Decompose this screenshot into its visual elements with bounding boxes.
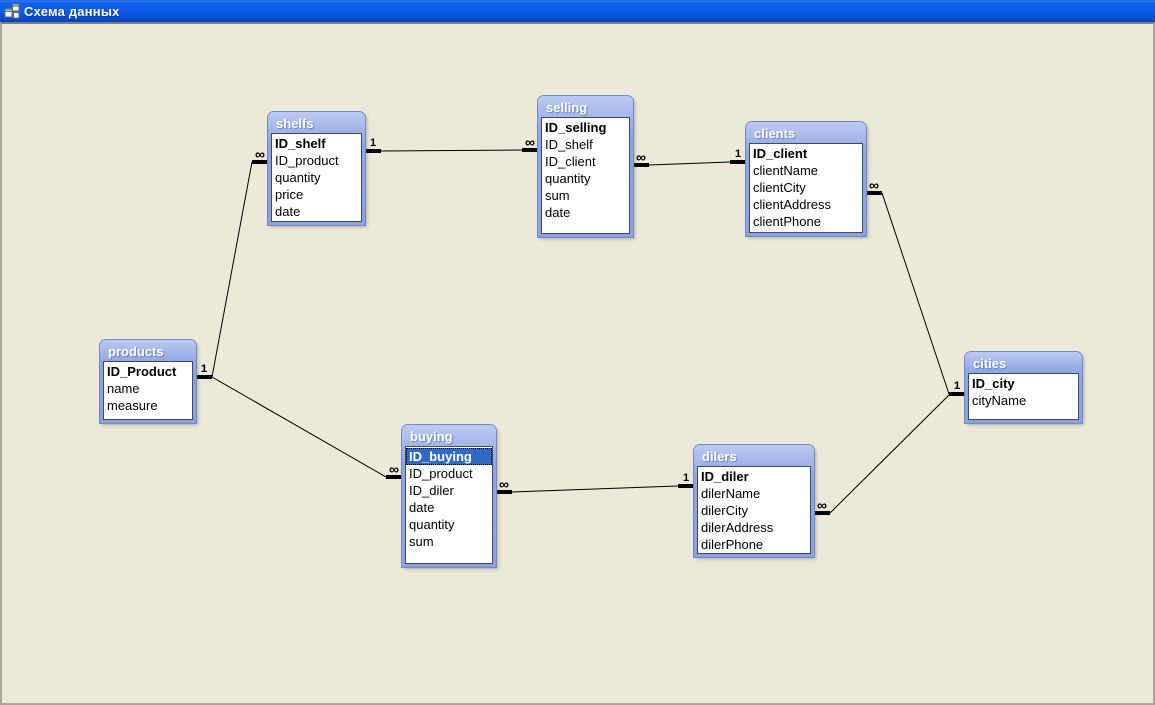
field-dilerName[interactable]: dilerName: [701, 486, 761, 501]
field-date[interactable]: date: [409, 500, 435, 515]
field-ID_product[interactable]: ID_product: [275, 153, 339, 168]
relation-selling-clients[interactable]: 1∞: [633, 148, 746, 167]
cardinality-one-label: 1: [954, 380, 960, 392]
field-ID_diler[interactable]: ID_diler: [409, 483, 454, 498]
relation-line-segment: [511, 485, 679, 493]
field-ID_selling[interactable]: ID_selling: [545, 120, 607, 135]
relation-line-segment: [211, 161, 253, 378]
field-ID_client[interactable]: ID_client: [545, 154, 596, 169]
window-title: Схема данных: [24, 3, 120, 19]
relation-line-segment: [648, 161, 731, 166]
cardinality-many-label: ∞: [869, 177, 879, 193]
field-sum[interactable]: sum: [409, 534, 434, 549]
relation-line-segment: [211, 376, 387, 478]
field-measure[interactable]: measure: [107, 398, 158, 413]
field-dilerPhone[interactable]: dilerPhone: [701, 537, 764, 552]
cardinality-one-label: 1: [683, 472, 689, 484]
table-fields-cities: ID_city cityName: [968, 373, 1079, 420]
cardinality-many-label: ∞: [499, 476, 509, 492]
window-title-bar[interactable]: Схема данных: [0, 0, 1155, 22]
field-ID_shelf[interactable]: ID_shelf: [275, 136, 326, 151]
cardinality-many-label: ∞: [255, 146, 265, 162]
cardinality-many-label: ∞: [817, 497, 827, 513]
relation-line-segment: [881, 192, 950, 395]
field-sum[interactable]: sum: [545, 188, 570, 203]
field-quantity[interactable]: quantity: [545, 171, 591, 186]
table-title-cities[interactable]: cities: [973, 356, 1007, 371]
table-title-clients[interactable]: clients: [754, 126, 796, 141]
field-ID_product[interactable]: ID_product: [409, 466, 473, 481]
field-date[interactable]: date: [275, 204, 301, 219]
field-clientCity[interactable]: clientCity: [753, 180, 806, 195]
relation-dilers-cities[interactable]: 1∞: [814, 380, 965, 515]
table-title-selling[interactable]: selling: [546, 100, 588, 115]
field-ID_city[interactable]: ID_city: [972, 376, 1015, 391]
field-ID_buying[interactable]: ID_buying: [406, 448, 492, 465]
field-dilerAddress[interactable]: dilerAddress: [701, 520, 774, 535]
cardinality-many-label: ∞: [525, 134, 535, 150]
field-ID_Product[interactable]: ID_Product: [107, 364, 177, 379]
field-price[interactable]: price: [275, 187, 304, 202]
relationships-icon: [4, 3, 20, 19]
field-clientName[interactable]: clientName: [753, 163, 819, 178]
field-clientPhone[interactable]: clientPhone: [753, 214, 821, 229]
table-title-shelfs[interactable]: shelfs: [276, 116, 314, 131]
table-title-products[interactable]: products: [108, 344, 164, 359]
cardinality-one-label: 1: [370, 137, 376, 149]
cardinality-one-label: 1: [201, 363, 207, 375]
field-dilerCity[interactable]: dilerCity: [701, 503, 748, 518]
table-title-dilers[interactable]: dilers: [702, 449, 737, 464]
cardinality-many-label: ∞: [389, 461, 399, 477]
relation-line-segment: [829, 394, 950, 514]
table-fields-dilers: ID_diler dilerName dilerCity dilerAddress di…: [697, 466, 811, 554]
relation-buying-dilers[interactable]: 1∞: [496, 472, 694, 494]
table-title-buying[interactable]: buying: [410, 429, 453, 444]
cardinality-one-label: 1: [201, 363, 207, 375]
field-ID_client[interactable]: ID_client: [753, 146, 808, 161]
relation-shelfs-selling[interactable]: 1∞: [365, 134, 538, 153]
field-date[interactable]: date: [545, 205, 571, 220]
relation-products-buying[interactable]: 1∞: [196, 363, 402, 479]
relation-products-shelfs[interactable]: 1∞: [196, 146, 268, 379]
cardinality-many-label: ∞: [636, 149, 646, 165]
field-ID_shelf[interactable]: ID_shelf: [545, 137, 593, 152]
relation-line-segment: [380, 149, 523, 152]
cardinality-one-label: 1: [954, 380, 960, 392]
field-quantity[interactable]: quantity: [275, 170, 321, 185]
field-ID_diler[interactable]: ID_diler: [701, 469, 749, 484]
field-quantity[interactable]: quantity: [409, 517, 455, 532]
field-name[interactable]: name: [107, 381, 140, 396]
relation-clients-cities[interactable]: 1∞: [866, 177, 965, 396]
field-clientAddress[interactable]: clientAddress: [753, 197, 832, 212]
cardinality-one-label: 1: [735, 148, 741, 160]
table-fields-clients: ID_client clientName clientCity clientAddre…: [749, 143, 863, 233]
field-cityName[interactable]: cityName: [972, 393, 1027, 408]
